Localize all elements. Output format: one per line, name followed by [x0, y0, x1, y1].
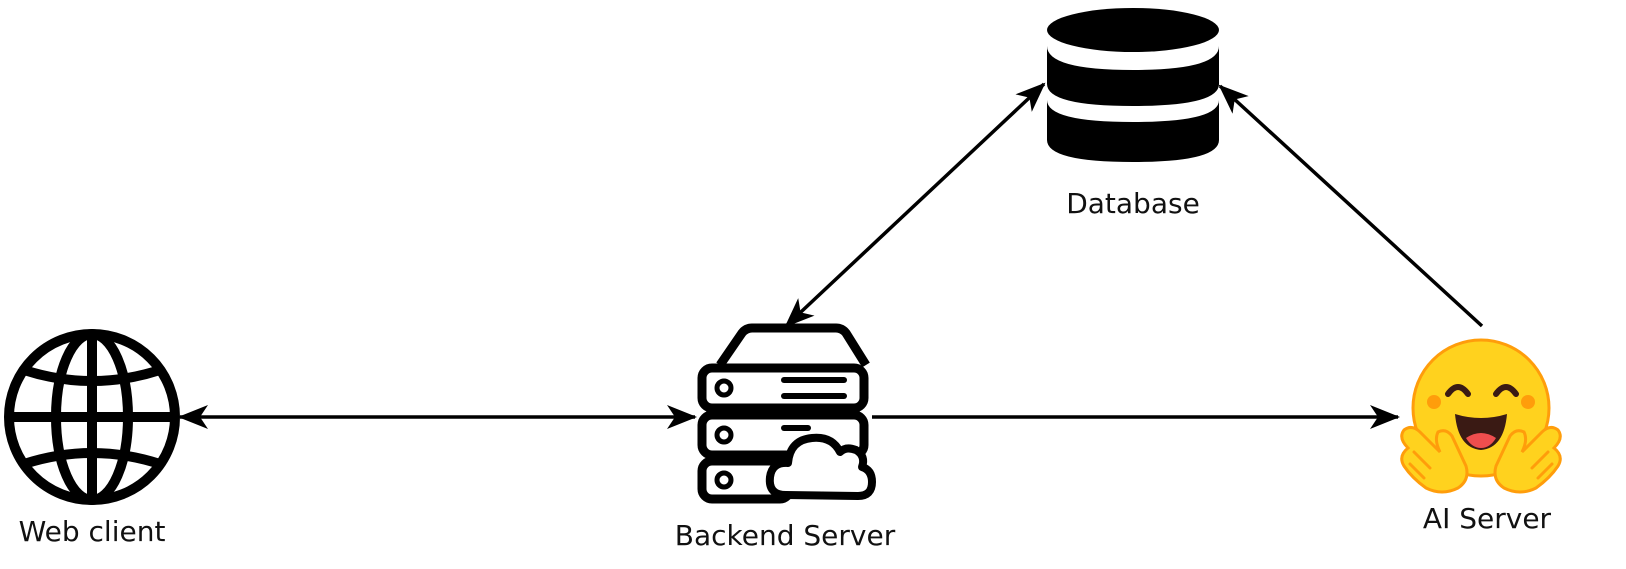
hugging-face-icon — [1400, 338, 1562, 494]
database-icon — [1047, 8, 1219, 162]
edge-ai-to-database — [1218, 84, 1484, 328]
edge-backend-to-database — [784, 82, 1046, 328]
web-client-label: Web client — [18, 515, 166, 548]
database-label: Database — [1066, 187, 1200, 220]
backend-server-label: Backend Server — [674, 519, 896, 552]
server-cloud-icon — [697, 323, 876, 504]
ai-server-label: AI Server — [1422, 502, 1552, 535]
globe-icon — [4, 329, 180, 505]
